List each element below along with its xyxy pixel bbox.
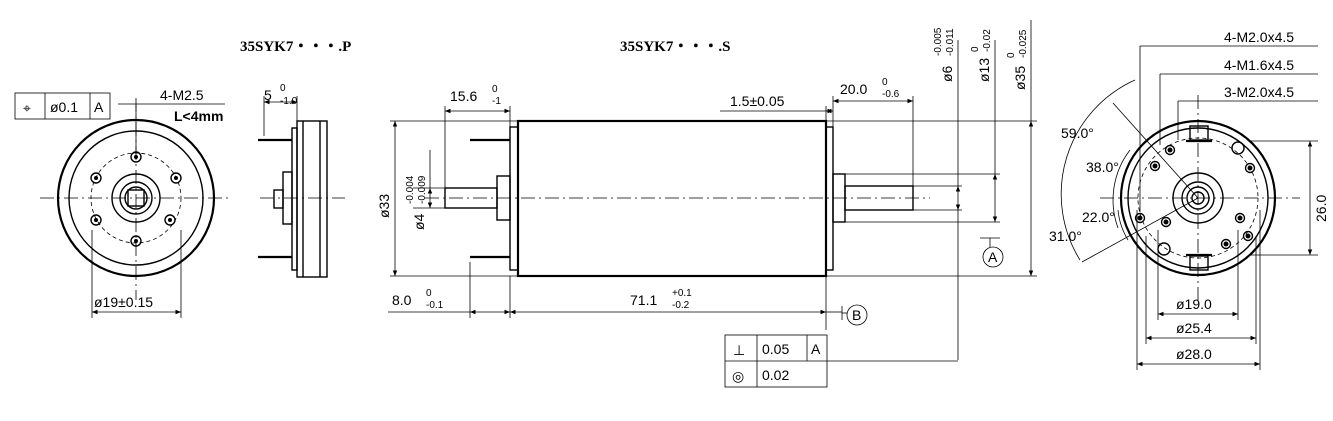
dim-1-5: 1.5±0.05 bbox=[730, 93, 785, 109]
thread-callout-m2-4: 4-M2.0x4.5 bbox=[1224, 29, 1294, 45]
perpendicularity-value: 0.05 bbox=[762, 341, 789, 357]
dim-15-6-lower: -1 bbox=[492, 96, 501, 107]
angle-59: 59.0° bbox=[1061, 125, 1094, 141]
position-tolerance-value: ø0.1 bbox=[50, 99, 78, 115]
concentricity-value: 0.02 bbox=[762, 367, 789, 383]
dim-71-base: 71.1 bbox=[630, 292, 657, 308]
dim-dia35-lower: -0.025 bbox=[1018, 29, 1029, 58]
dim-dia25-4: ø25.4 bbox=[1176, 320, 1212, 336]
dim-dia4-upper: -0.004 bbox=[405, 175, 416, 204]
dim-15-6-base: 15.6 bbox=[450, 88, 477, 104]
thread-depth: L<4mm bbox=[174, 108, 223, 124]
thread-callout-m25: 4-M2.5 bbox=[160, 87, 204, 103]
dim-8-lower: -0.1 bbox=[426, 300, 444, 311]
thread-callout-m1-6: 4-M1.6x4.5 bbox=[1224, 57, 1294, 73]
dim-71-upper: +0.1 bbox=[672, 288, 692, 299]
dim-8-base: 8.0 bbox=[392, 292, 412, 308]
position-tolerance-symbol: ⌖ bbox=[23, 100, 31, 116]
dim-dia4-lower: -0.009 bbox=[417, 175, 428, 204]
dim-dia6-upper: -0.005 bbox=[933, 27, 944, 56]
perpendicularity-symbol: ⊥ bbox=[733, 342, 745, 358]
view-title-p: 35SYK7・・・.P bbox=[240, 39, 351, 55]
dim-dia13-upper: 0 bbox=[970, 46, 981, 52]
dim-dia13-lower: -0.02 bbox=[982, 29, 993, 52]
concentricity-symbol: ◎ bbox=[732, 368, 744, 384]
side-view-s bbox=[388, 20, 1037, 388]
dim-71-lower: -0.2 bbox=[672, 300, 690, 311]
front-view-right bbox=[1060, 45, 1318, 370]
dim-26: 26.0 bbox=[1313, 195, 1329, 222]
dim-dia35-base: ø35 bbox=[1012, 66, 1028, 90]
front-view-left bbox=[14, 92, 232, 318]
dim-20-base: 20.0 bbox=[840, 81, 867, 97]
dim-dia6-lower: -0.011 bbox=[945, 28, 956, 56]
dim-5-upper: 0 bbox=[280, 83, 286, 94]
view-title-s: 35SYK7・・・.S bbox=[620, 39, 730, 55]
dim-5-base: 5 bbox=[264, 87, 272, 103]
dim-15-6-upper: 0 bbox=[492, 84, 498, 95]
dim-dia19-0: ø19.0 bbox=[1176, 296, 1212, 312]
dim-dia13-base: ø13 bbox=[976, 58, 992, 82]
dim-dia6-base: ø6 bbox=[939, 65, 955, 82]
datum-a-label: A bbox=[988, 249, 998, 265]
thread-callout-m2-3: 3-M2.0x4.5 bbox=[1224, 84, 1294, 100]
position-tolerance-datum: A bbox=[94, 99, 104, 115]
angle-31: 31.0° bbox=[1049, 228, 1082, 244]
dim-dia33: ø33 bbox=[376, 194, 392, 218]
angle-22: 22.0° bbox=[1082, 209, 1115, 225]
dim-dia35-upper: 0 bbox=[1006, 52, 1017, 58]
dim-20-upper: 0 bbox=[882, 77, 888, 88]
side-view-p bbox=[258, 96, 345, 278]
dim-dia4-base: ø4 bbox=[411, 213, 427, 230]
dim-5-lower: -1.0 bbox=[280, 96, 298, 107]
dim-dia28-0: ø28.0 bbox=[1176, 346, 1212, 362]
dim-dia19: ø19±0.15 bbox=[94, 294, 153, 310]
datum-b-label: B bbox=[852, 307, 861, 323]
perpendicularity-datum: A bbox=[811, 341, 821, 357]
dim-20-lower: -0.6 bbox=[882, 89, 900, 100]
dim-8-upper: 0 bbox=[426, 288, 432, 299]
angle-38: 38.0° bbox=[1086, 159, 1119, 175]
